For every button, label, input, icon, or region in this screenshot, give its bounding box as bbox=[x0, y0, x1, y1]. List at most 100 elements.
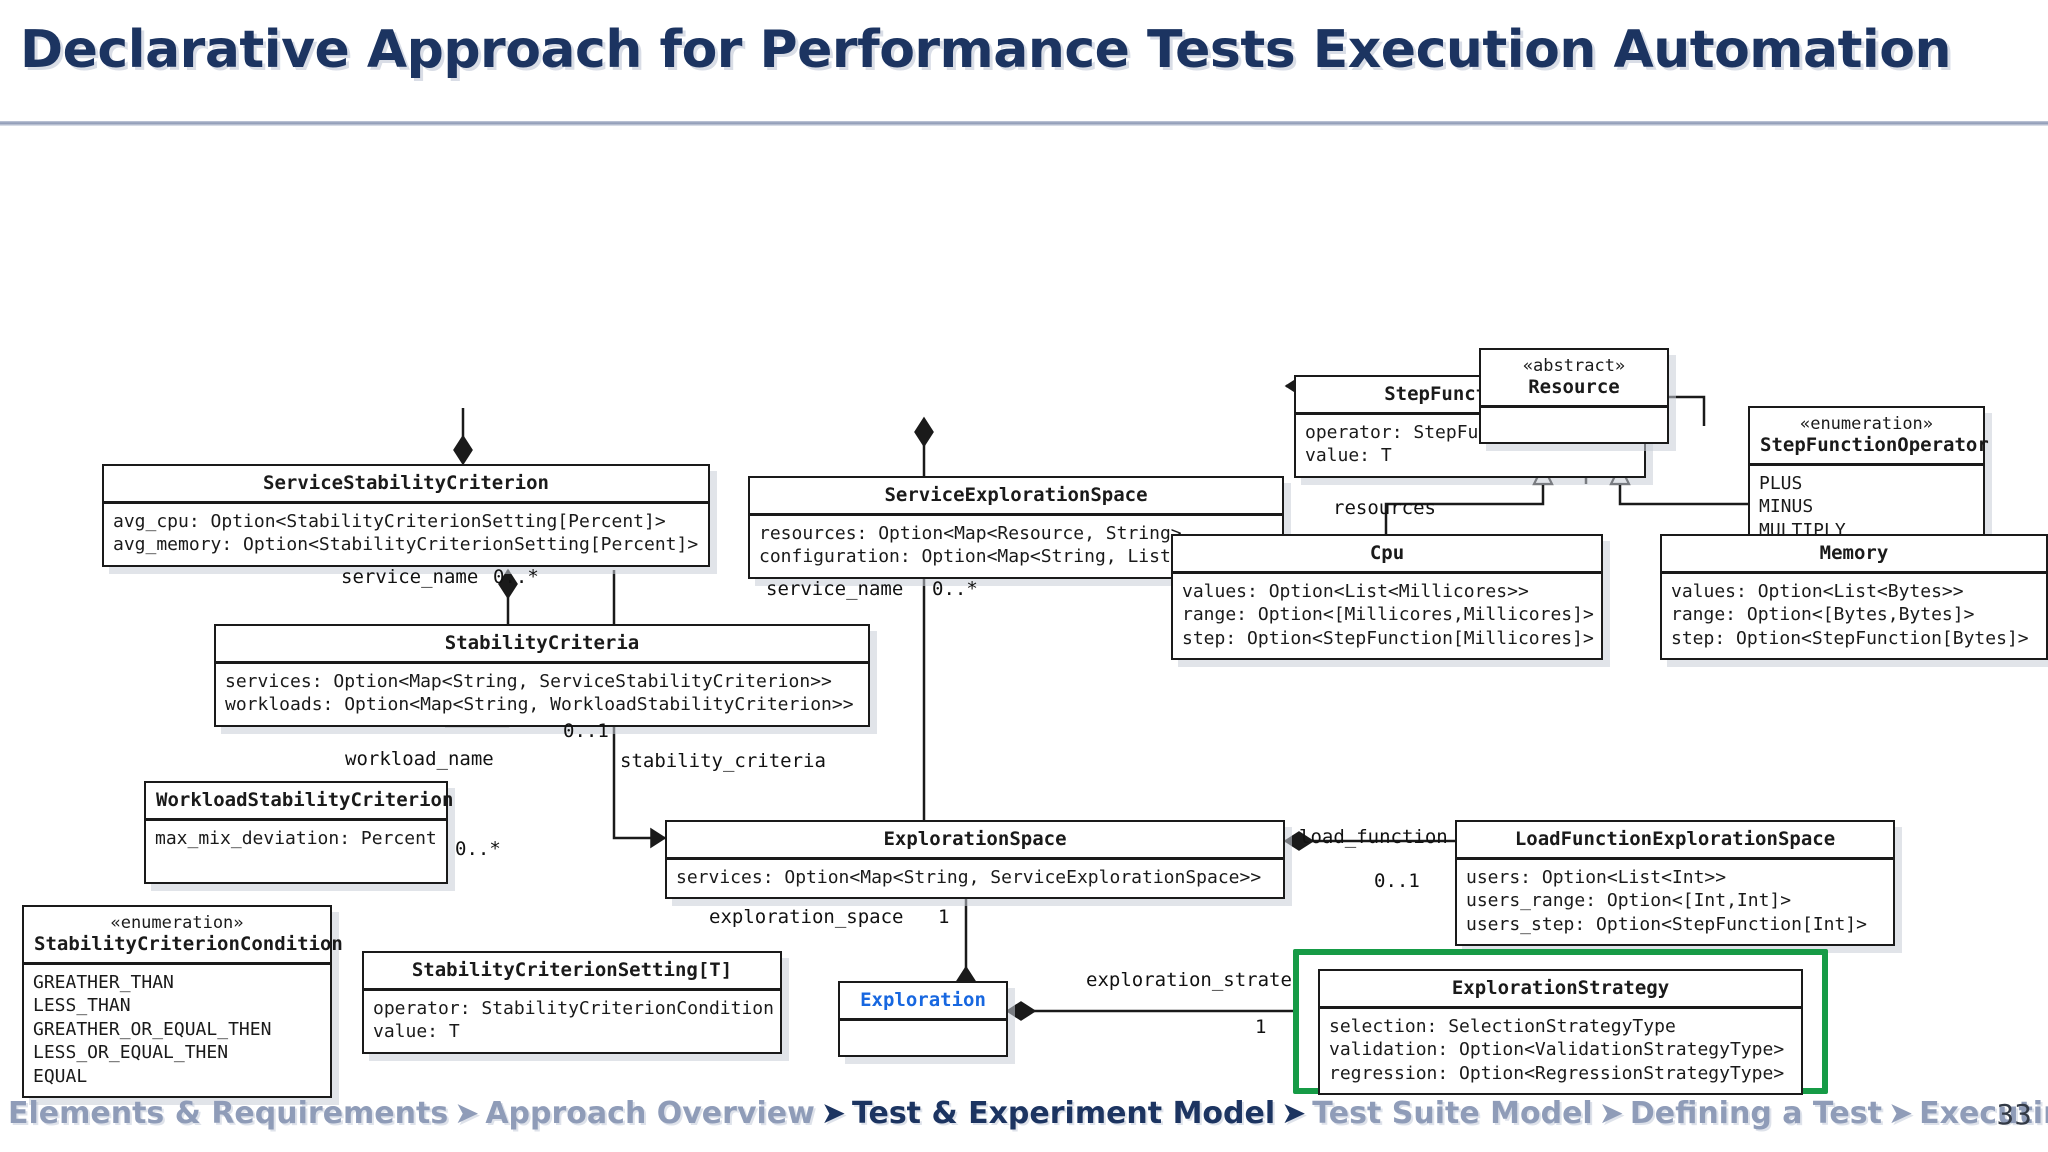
edge-label-exploration-space-role: exploration_space bbox=[709, 906, 904, 928]
breadcrumb-separator: ➤ bbox=[454, 1096, 480, 1131]
edge-label-resources-role: resources bbox=[1333, 497, 1436, 519]
class-attributes: GREATHER_THAN LESS_THAN GREATHER_OR_EQUA… bbox=[24, 965, 330, 1096]
class-name: StabilityCriterionCondition bbox=[34, 933, 343, 956]
class-memory[interactable]: Memory values: Option<List<Bytes>> range… bbox=[1660, 534, 2048, 661]
breadcrumb-item[interactable]: Executing a Test bbox=[1919, 1096, 2048, 1131]
attribute: validation: Option<ValidationStrategyTyp… bbox=[1329, 1039, 1785, 1061]
attribute: users_step: Option<StepFunction[Int]> bbox=[1466, 913, 1867, 935]
breadcrumb-item[interactable]: Defining a Test bbox=[1629, 1096, 1882, 1131]
class-separator bbox=[24, 962, 330, 965]
edge-label-service-name-left-mult: 0..* bbox=[493, 566, 539, 588]
edge-label-service-name-right-role: service_name bbox=[766, 578, 904, 600]
enum-value: LESS_OR_EQUAL_THEN bbox=[33, 1042, 229, 1064]
class-attributes: users: Option<List<Int>> users_range: Op… bbox=[1457, 860, 1893, 944]
class-separator bbox=[750, 513, 1282, 516]
attribute: users: Option<List<Int>> bbox=[1466, 866, 1727, 888]
attribute: selection: SelectionStrategyType bbox=[1329, 1015, 1676, 1037]
class-separator bbox=[1750, 463, 1983, 466]
attribute: users_range: Option<[Int,Int]> bbox=[1466, 890, 1792, 912]
class-header: ExplorationStrategy bbox=[1451, 977, 1670, 999]
class-service-exploration-space[interactable]: ServiceExplorationSpace resources: Optio… bbox=[748, 476, 1284, 579]
enum-value: EQUAL bbox=[33, 1065, 88, 1087]
breadcrumb-item[interactable]: Test & Experiment Model bbox=[852, 1096, 1276, 1131]
page-title: Declarative Approach for Performance Tes… bbox=[20, 20, 1952, 80]
attribute: value: T bbox=[1305, 445, 1392, 467]
edge-label-stability-criteria-role: stability_criteria bbox=[620, 750, 826, 772]
edge-label-exploration-strategy-role: exploration_strategy bbox=[1086, 969, 1315, 991]
breadcrumb-separator: ➤ bbox=[1281, 1096, 1307, 1131]
class-separator bbox=[840, 1018, 1006, 1021]
breadcrumb-separator: ➤ bbox=[1887, 1096, 1914, 1131]
attribute: services: Option<Map<String, ServiceExpl… bbox=[676, 866, 1262, 888]
attribute: max_mix_deviation: Percent bbox=[155, 827, 437, 849]
edge-label-workload-name-role: workload_name bbox=[345, 748, 494, 770]
class-header[interactable]: Exploration bbox=[860, 989, 986, 1011]
enum-value: GREATHER_OR_EQUAL_THEN bbox=[33, 1018, 272, 1040]
title-divider bbox=[0, 121, 2048, 126]
stereotype-label: «abstract» bbox=[1522, 356, 1626, 376]
class-attributes bbox=[840, 1021, 1006, 1055]
class-separator bbox=[216, 661, 868, 664]
class-header: ServiceStabilityCriterion bbox=[263, 472, 549, 494]
attribute: regression: Option<RegressionStrategyTyp… bbox=[1329, 1062, 1785, 1084]
class-separator bbox=[1457, 857, 1893, 860]
class-header: ExplorationSpace bbox=[883, 828, 1067, 850]
class-stability-criteria[interactable]: StabilityCriteria services: Option<Map<S… bbox=[214, 624, 870, 727]
class-attributes: operator: StabilityCriterionCondition va… bbox=[364, 991, 780, 1052]
class-header: StabilityCriterionSetting[T] bbox=[411, 959, 733, 981]
attribute: avg_cpu: Option<StabilityCriterionSettin… bbox=[113, 510, 666, 532]
class-header: Memory bbox=[1819, 542, 1889, 564]
edge-label-load-function-role: load_function bbox=[1299, 826, 1448, 848]
class-header: «abstract» Resource bbox=[1481, 350, 1667, 405]
class-attributes: values: Option<List<Millicores>> range: … bbox=[1173, 574, 1601, 658]
class-separator bbox=[104, 501, 708, 504]
class-attributes: services: Option<Map<String, ServiceExpl… bbox=[667, 860, 1283, 897]
class-exploration[interactable]: Exploration bbox=[838, 981, 1008, 1057]
class-resource[interactable]: «abstract» Resource bbox=[1479, 348, 1669, 444]
edge-label-stability-criteria-mult: 0..1 bbox=[563, 720, 609, 742]
attribute: step: Option<StepFunction[Bytes]> bbox=[1671, 627, 2029, 649]
attribute: step: Option<StepFunction[Millicores]> bbox=[1182, 627, 1594, 649]
class-header: «enumeration» StepFunctionOperator bbox=[1750, 408, 1989, 463]
breadcrumb[interactable]: Elements & Requirements➤Approach Overvie… bbox=[8, 1096, 2048, 1131]
edge-label-exploration-space-mult: 1 bbox=[938, 906, 950, 928]
class-header: Cpu bbox=[1369, 542, 1405, 564]
title-bar: Declarative Approach for Performance Tes… bbox=[0, 0, 2048, 118]
class-attributes: selection: SelectionStrategyType validat… bbox=[1320, 1009, 1801, 1093]
class-header: StabilityCriteria bbox=[444, 632, 640, 654]
page-number: 33 bbox=[1996, 1098, 2032, 1131]
class-cpu[interactable]: Cpu values: Option<List<Millicores>> ran… bbox=[1171, 534, 1603, 661]
attribute: configuration: Option<Map<String, List<S… bbox=[759, 546, 1269, 568]
class-load-function-exploration-space[interactable]: LoadFunctionExplorationSpace users: Opti… bbox=[1455, 820, 1895, 947]
stereotype-label: «enumeration» bbox=[1799, 414, 1934, 434]
class-service-stability-criterion[interactable]: ServiceStabilityCriterion avg_cpu: Optio… bbox=[102, 464, 710, 567]
footer-bar: Elements & Requirements➤Approach Overvie… bbox=[0, 1092, 2048, 1152]
class-exploration-strategy[interactable]: ExplorationStrategy selection: Selection… bbox=[1318, 969, 1803, 1096]
attribute: range: Option<[Millicores,Millicores]> bbox=[1182, 604, 1594, 626]
class-workload-stability-criterion[interactable]: WorkloadStabilityCriterion max_mix_devia… bbox=[144, 781, 453, 884]
class-header: ServiceExplorationSpace bbox=[884, 484, 1148, 506]
enum-value: MINUS bbox=[1759, 496, 1814, 518]
class-separator bbox=[1296, 412, 1644, 415]
class-attributes: values: Option<List<Bytes>> range: Optio… bbox=[1662, 574, 2046, 658]
breadcrumb-item[interactable]: Elements & Requirements bbox=[8, 1096, 449, 1131]
class-attributes: max_mix_deviation: Percent bbox=[146, 821, 446, 882]
class-attributes: avg_cpu: Option<StabilityCriterionSettin… bbox=[104, 504, 708, 565]
attribute: operator: StabilityCriterionCondition bbox=[373, 997, 774, 1019]
attribute: resources: Option<Map<Resource, String> bbox=[759, 522, 1182, 544]
class-separator bbox=[1173, 571, 1601, 574]
edge-label-workload-name-mult: 0..* bbox=[455, 838, 501, 860]
edge-label-exploration-strategy-mult: 1 bbox=[1255, 1016, 1267, 1038]
class-separator bbox=[1320, 1006, 1801, 1009]
breadcrumb-item[interactable]: Test Suite Model bbox=[1312, 1096, 1593, 1131]
class-stability-criterion-setting[interactable]: StabilityCriterionSetting[T] operator: S… bbox=[362, 951, 782, 1054]
class-exploration-space[interactable]: ExplorationSpace services: Option<Map<St… bbox=[665, 820, 1285, 900]
class-name: StepFunctionOperator bbox=[1760, 434, 1989, 457]
breadcrumb-item[interactable]: Approach Overview bbox=[485, 1096, 815, 1131]
class-attributes: resources: Option<Map<Resource, String> … bbox=[750, 516, 1282, 577]
class-stability-criterion-condition[interactable]: «enumeration» StabilityCriterionConditio… bbox=[22, 905, 343, 1098]
enum-value: PLUS bbox=[1759, 472, 1803, 494]
attribute: values: Option<List<Millicores>> bbox=[1182, 580, 1529, 602]
edge-label-service-name-right-mult: 0..* bbox=[932, 578, 978, 600]
